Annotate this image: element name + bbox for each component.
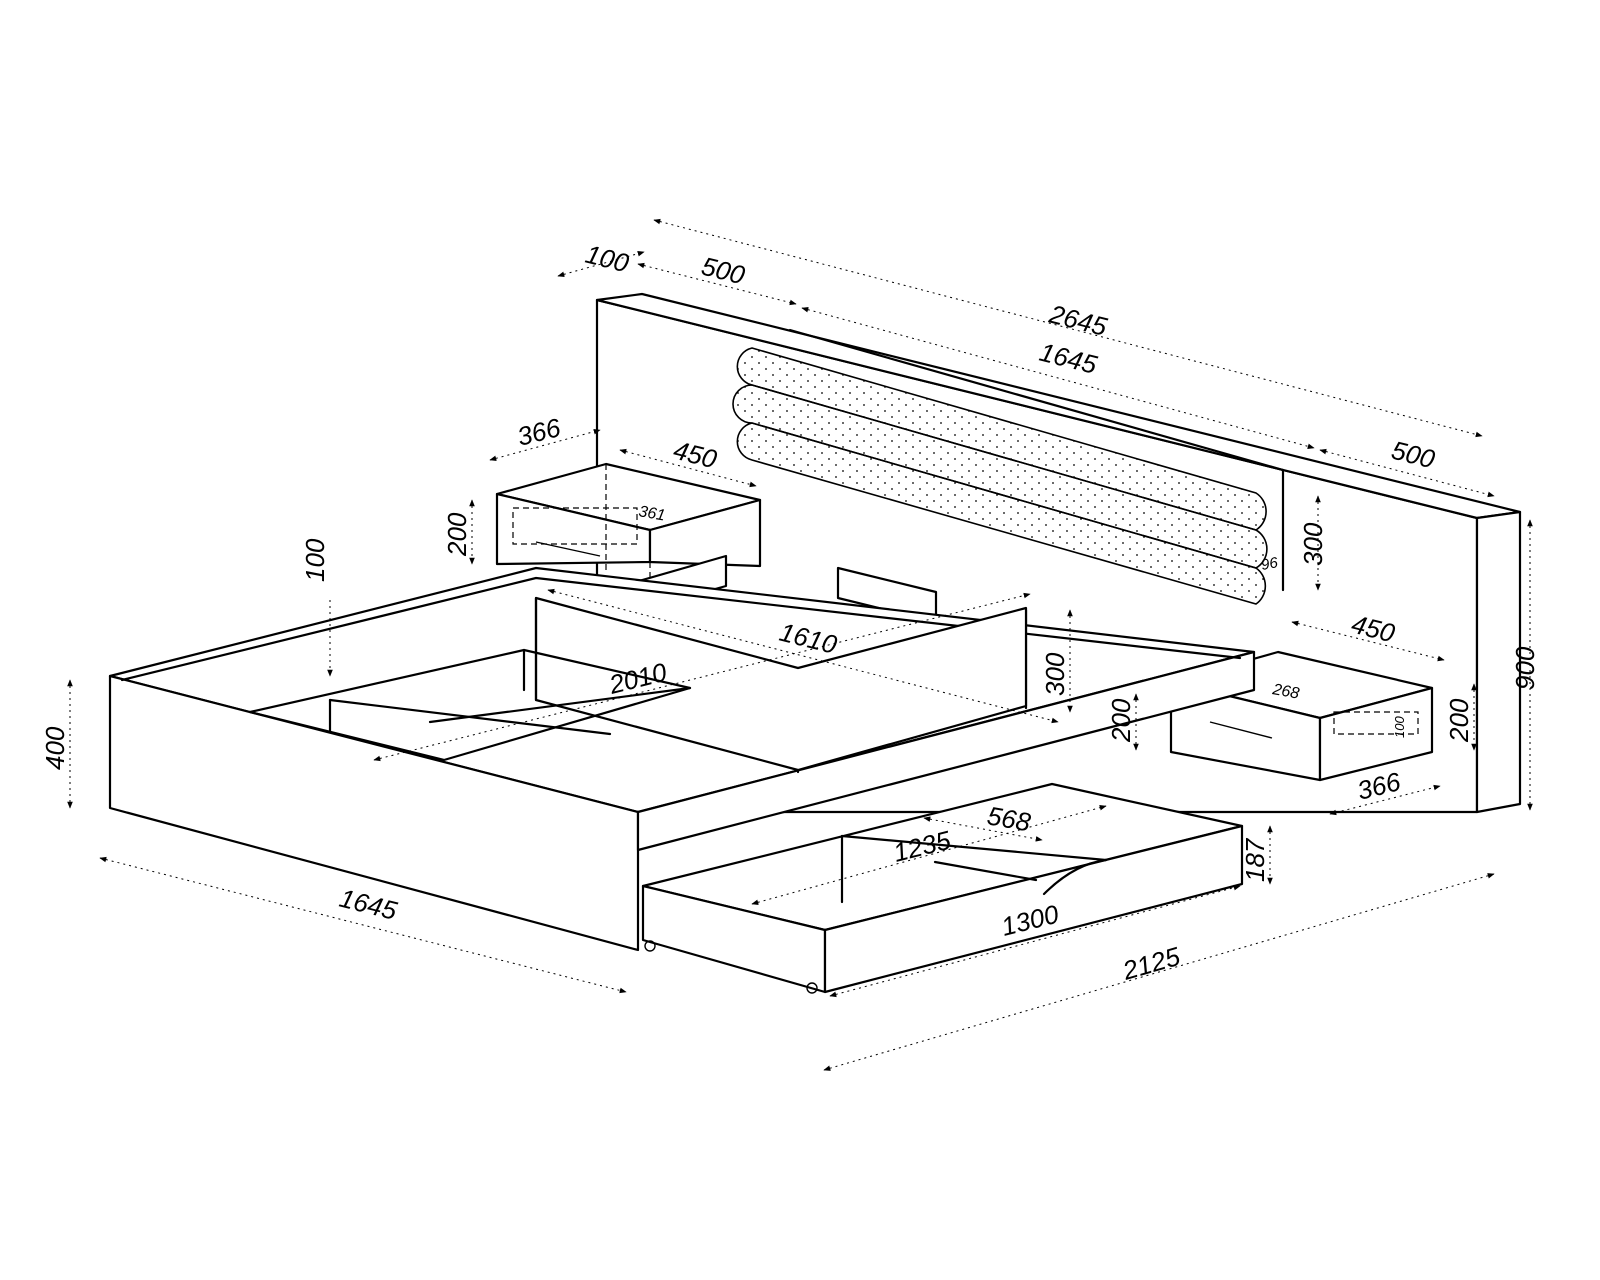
label-headboard-left-wing: 500 bbox=[699, 251, 749, 291]
label-nightstand-right-height: 200 bbox=[1444, 698, 1474, 743]
label-support-height: 100 bbox=[300, 538, 330, 582]
label-headboard-center: 1645 bbox=[1037, 337, 1101, 380]
label-frame-height: 400 bbox=[40, 726, 70, 770]
label-nightstand-left-drawer: 361 bbox=[637, 503, 666, 524]
label-headboard-height: 900 bbox=[1510, 646, 1540, 690]
label-overall-length: 2125 bbox=[1118, 941, 1183, 986]
label-headboard-right-wing: 500 bbox=[1389, 435, 1439, 475]
label-drawer-height: 187 bbox=[1240, 837, 1270, 882]
label-frame-rail-height: 200 bbox=[1106, 698, 1136, 743]
label-frame-width: 1645 bbox=[337, 883, 401, 926]
nightstand-left bbox=[495, 462, 762, 612]
dimension-labels: 2645 1645 500 500 100 900 300 96 366 450… bbox=[40, 239, 1540, 986]
label-cushion-radius: 96 bbox=[1260, 554, 1280, 574]
label-headboard-depth: 100 bbox=[583, 239, 633, 279]
label-cushion-height: 300 bbox=[1298, 522, 1328, 566]
label-frame-side-height: 300 bbox=[1040, 652, 1070, 696]
label-nightstand-left-depth: 366 bbox=[514, 412, 564, 452]
label-headboard-width: 2645 bbox=[1046, 298, 1111, 341]
label-nightstand-right-front: 100 bbox=[1392, 716, 1407, 738]
label-nightstand-left-height: 200 bbox=[442, 512, 472, 557]
dimension-lines bbox=[67, 218, 1533, 1071]
label-nightstand-right-drawer: 268 bbox=[1270, 681, 1300, 703]
